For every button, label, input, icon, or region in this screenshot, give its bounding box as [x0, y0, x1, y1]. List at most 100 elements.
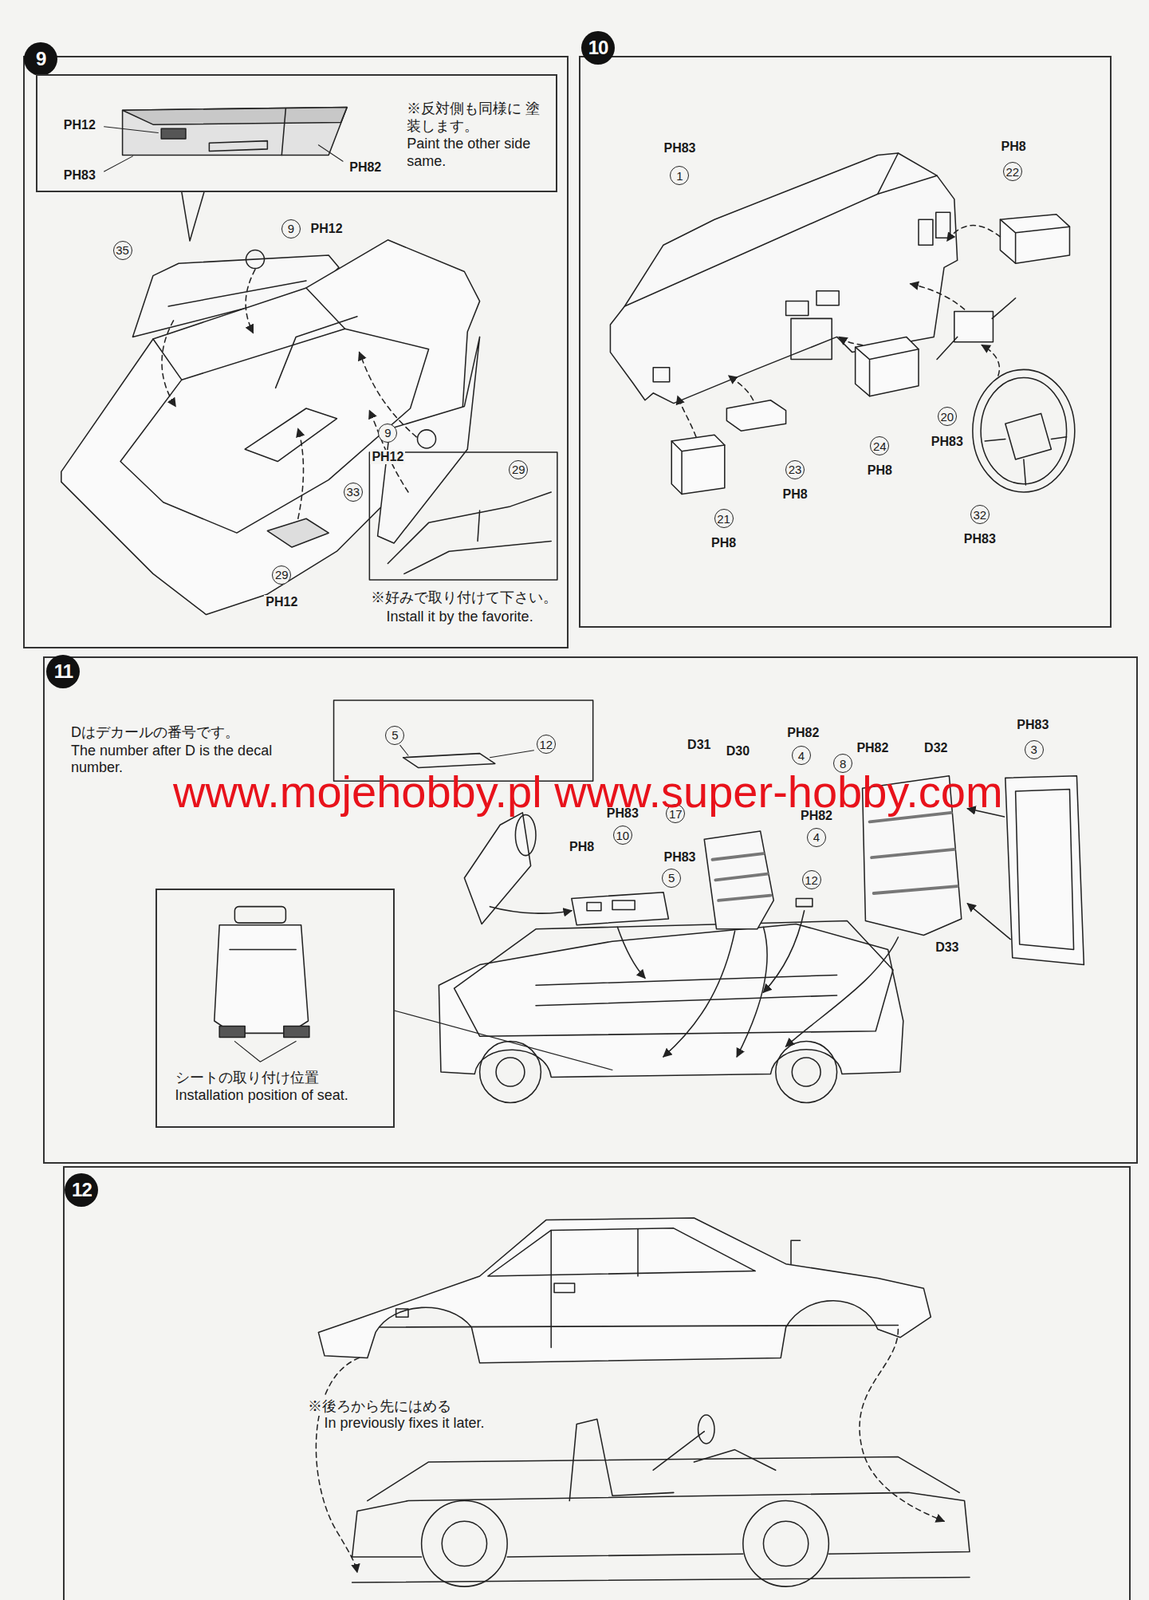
line-art [181, 192, 205, 241]
line-art [693, 1449, 776, 1471]
line-art [554, 1282, 575, 1293]
line-art [489, 750, 534, 758]
line-art [515, 814, 536, 855]
line-art [306, 287, 346, 329]
line-art [245, 250, 264, 269]
line-art [379, 1324, 898, 1327]
line-art [999, 219, 1070, 264]
line-art [790, 318, 832, 359]
line-art [653, 367, 669, 382]
line-art [936, 336, 958, 359]
watermark: www.mojehobby.pl www.super-hobby.com [173, 765, 1004, 818]
line-art [728, 375, 754, 401]
line-art [624, 175, 937, 307]
line-art [763, 910, 804, 992]
step-panel: 12 [62, 1165, 1131, 1600]
line-art [663, 930, 736, 1056]
line-art [352, 1491, 970, 1557]
note-text: ※反対側も同様に 塗装します。Paint the other side same… [406, 100, 553, 171]
line-art [704, 830, 774, 929]
paint-code: PH12 [369, 449, 406, 465]
line-art [219, 1025, 245, 1037]
note-text: ※後ろから先にはめる [306, 1396, 453, 1416]
line-art [369, 410, 409, 492]
line-art [535, 995, 838, 1006]
line-art [234, 1041, 296, 1063]
line-art [318, 1217, 931, 1363]
note-line: Paint the other side same. [406, 135, 553, 171]
line-art [318, 145, 343, 162]
step-number: 9 [23, 42, 58, 76]
line-art [869, 812, 958, 894]
note-text: Dはデカールの番号です。 [69, 722, 241, 742]
line-art [535, 974, 838, 985]
line-art [786, 936, 899, 1047]
line-art [936, 212, 951, 238]
paint-code: PH83 [661, 141, 697, 156]
callout-number: 35 [113, 240, 133, 260]
line-art [367, 1456, 960, 1501]
note-line: ※反対側も同様に 塗装します。 [406, 100, 553, 136]
line-art [698, 1414, 715, 1444]
callout-number: 29 [271, 565, 292, 585]
inset-box: シートの取り付け位置Installation position of seat. [155, 888, 396, 1129]
line-art [161, 320, 176, 407]
line-art [480, 1041, 542, 1103]
line-art [1015, 788, 1075, 949]
line-art [369, 452, 558, 580]
line-art [981, 345, 1000, 376]
line-art [161, 128, 186, 139]
line-art [234, 906, 286, 923]
line-art [972, 369, 1075, 492]
decal-number: D30 [724, 743, 752, 759]
paint-code: PH8 [709, 535, 738, 551]
line-art [1005, 775, 1085, 965]
note-text: In previously fixes it later. [322, 1414, 486, 1432]
callout-number: 29 [508, 460, 528, 480]
note-text: Install it by the favorite. [385, 608, 536, 626]
line-art [569, 1418, 674, 1500]
paint-code: PH12 [62, 118, 98, 133]
line-art [653, 1431, 705, 1471]
note-line: Installation position of seat. [175, 1086, 391, 1105]
line-art [267, 518, 329, 547]
paint-code: PH12 [263, 594, 300, 610]
line-art [315, 1329, 945, 1573]
line-art [104, 126, 159, 134]
line-art [487, 1227, 756, 1276]
line-art [947, 225, 1001, 242]
line-art [229, 948, 296, 951]
line-art [61, 106, 1085, 1586]
paint-code: PH12 [309, 221, 345, 237]
line-art [609, 153, 957, 404]
line-art [677, 396, 697, 437]
line-art [790, 1239, 801, 1264]
line-art [743, 1500, 830, 1587]
line-art [281, 108, 286, 156]
line-art [954, 310, 994, 342]
note-text: シートの取り付け位置Installation position of seat. [175, 1069, 391, 1105]
line-art [637, 1228, 639, 1276]
paint-code: PH82 [785, 725, 821, 740]
callout-number: 5 [385, 725, 405, 745]
line-art [352, 1555, 422, 1558]
line-art [489, 906, 571, 913]
line-art [298, 428, 304, 520]
callout-number: 32 [970, 504, 990, 524]
line-art [153, 338, 182, 380]
callout-number: 20 [937, 406, 957, 426]
line-art [495, 1057, 525, 1087]
callout-number: 22 [1003, 161, 1023, 182]
paint-code: PH8 [567, 839, 596, 854]
step-panel: 9※反対側も同様に 塗装します。Paint the other side sam… [23, 55, 569, 648]
line-art [438, 923, 903, 1077]
callout-number: 4 [806, 827, 827, 847]
line-art [980, 377, 1067, 484]
line-art [387, 491, 551, 564]
line-art [161, 269, 417, 519]
line-art [104, 156, 134, 172]
line-art [396, 1308, 409, 1317]
line-art [775, 1041, 838, 1103]
line-art [586, 902, 602, 911]
paint-code: PH83 [929, 434, 965, 449]
